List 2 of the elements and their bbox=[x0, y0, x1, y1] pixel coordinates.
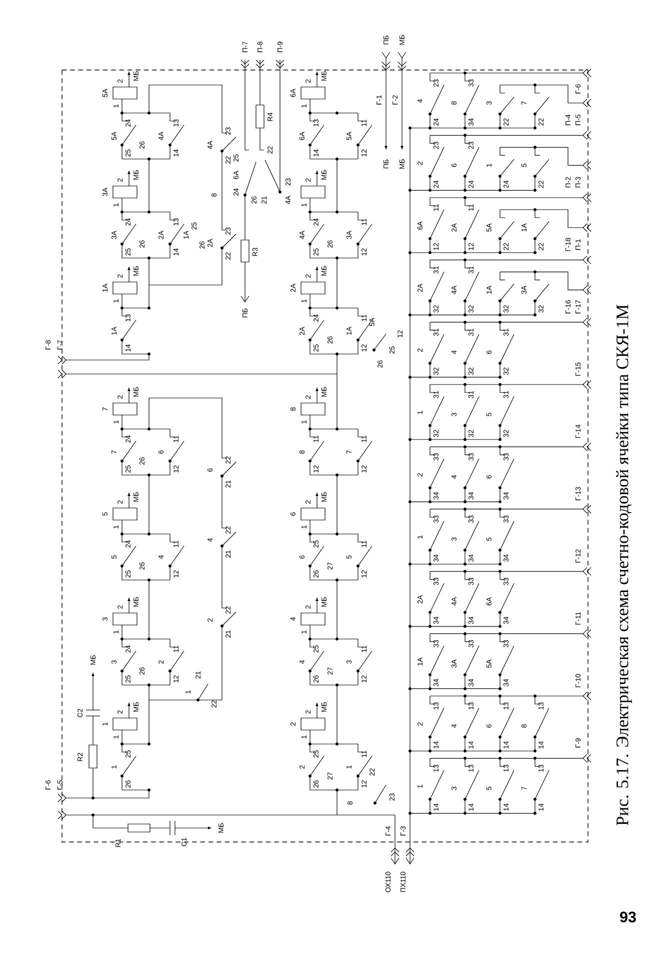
caption: Рис. 5.17. Электрическая схема счетно-кодовой ячейки типа СКЯ-1М bbox=[616, 304, 632, 826]
page-number: 93 bbox=[620, 912, 636, 922]
